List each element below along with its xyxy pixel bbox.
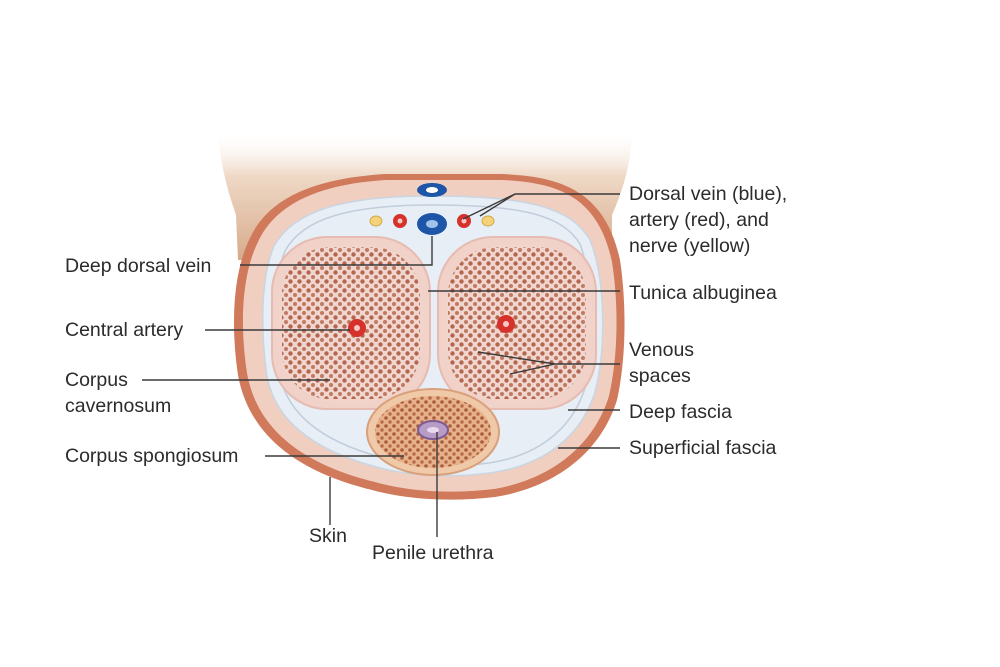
label-corpus-cavernosum: Corpus cavernosum — [65, 369, 172, 417]
dorsal-artery-left-lumen — [397, 218, 403, 224]
label-corpus-spongiosum: Corpus spongiosum — [65, 445, 239, 467]
label-venous-spaces: Venous spaces — [629, 339, 695, 387]
leader-venous-spaces — [477, 351, 620, 375]
label-deep-fascia: Deep fascia — [629, 401, 732, 423]
dorsal-nerve-left — [369, 215, 383, 227]
label-skin: Skin — [309, 525, 347, 547]
label-central-artery: Central artery — [65, 319, 184, 341]
penile-urethra-lumen-inner — [427, 427, 439, 433]
label-penile-urethra: Penile urethra — [372, 542, 494, 564]
dorsal-artery-right-lumen — [461, 218, 467, 224]
label-tunica-albuginea: Tunica albuginea — [629, 282, 777, 304]
leader-deep-dorsal-vein — [240, 236, 433, 266]
label-superficial-fascia: Superficial fascia — [629, 437, 777, 459]
central-artery-right-lumen — [503, 321, 509, 327]
central-artery-left-lumen — [354, 325, 360, 331]
leader-dorsal-vessels — [462, 193, 620, 220]
label-deep-dorsal-vein: Deep dorsal vein — [65, 255, 212, 277]
superficial-dorsal-vein-lumen — [426, 187, 438, 193]
label-dorsal-vessels: Dorsal vein (blue), artery (red), and ne… — [629, 183, 788, 257]
corpus-cavernosum-right-tissue — [448, 247, 586, 399]
dorsal-nerve-right — [481, 215, 495, 227]
deep-dorsal-vein-lumen — [426, 220, 438, 228]
